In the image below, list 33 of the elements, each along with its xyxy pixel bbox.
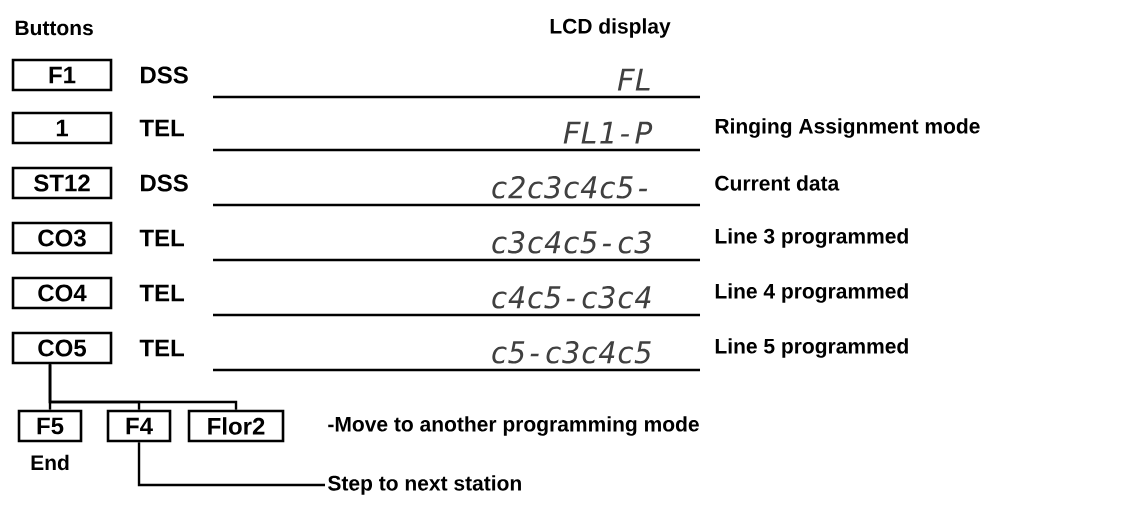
column-heading: LCD display xyxy=(550,18,671,38)
key-type: TEL xyxy=(139,339,184,357)
button-box: 1 xyxy=(11,111,113,145)
button-box: ST12 xyxy=(11,166,113,200)
caption-text: End xyxy=(31,454,69,471)
lcd-reading: c3c4c5-c3 xyxy=(492,230,651,254)
description-text: Line 4 programmed xyxy=(715,283,908,303)
connector-line xyxy=(137,442,325,487)
key-type: DSS xyxy=(141,66,188,84)
button-box: CO4 xyxy=(11,276,113,310)
column-heading: Buttons xyxy=(15,20,93,36)
key-type: TEL xyxy=(139,119,184,137)
description-text: -Move to another programming mode xyxy=(328,416,699,436)
button-box: CO5 xyxy=(11,331,113,365)
button-box: F1 xyxy=(11,58,113,92)
lcd-reading: FL xyxy=(617,68,650,91)
button-box: CO3 xyxy=(11,221,113,255)
button-box: F4 xyxy=(106,409,172,443)
description-text: Current data xyxy=(715,175,840,191)
lcd-reading: c4c5-c3c4 xyxy=(492,285,651,309)
button-box: Flor2 xyxy=(187,409,285,443)
key-type: DSS xyxy=(141,174,188,192)
key-type: TEL xyxy=(139,284,184,302)
note-text: Step to next station xyxy=(328,475,521,495)
connector-line xyxy=(48,364,238,410)
description-text: Ringing Assignment mode xyxy=(715,118,980,138)
description-text: Line 3 programmed xyxy=(715,228,908,248)
lcd-reading: c5-c3c4c5 xyxy=(492,340,651,364)
key-type: TEL xyxy=(139,229,184,247)
lcd-reading: c2c3c4c5- xyxy=(492,175,648,199)
description-text: Line 5 programmed xyxy=(715,338,908,358)
lcd-reading: FL1-P xyxy=(563,121,653,144)
button-box: F5 xyxy=(17,409,83,443)
